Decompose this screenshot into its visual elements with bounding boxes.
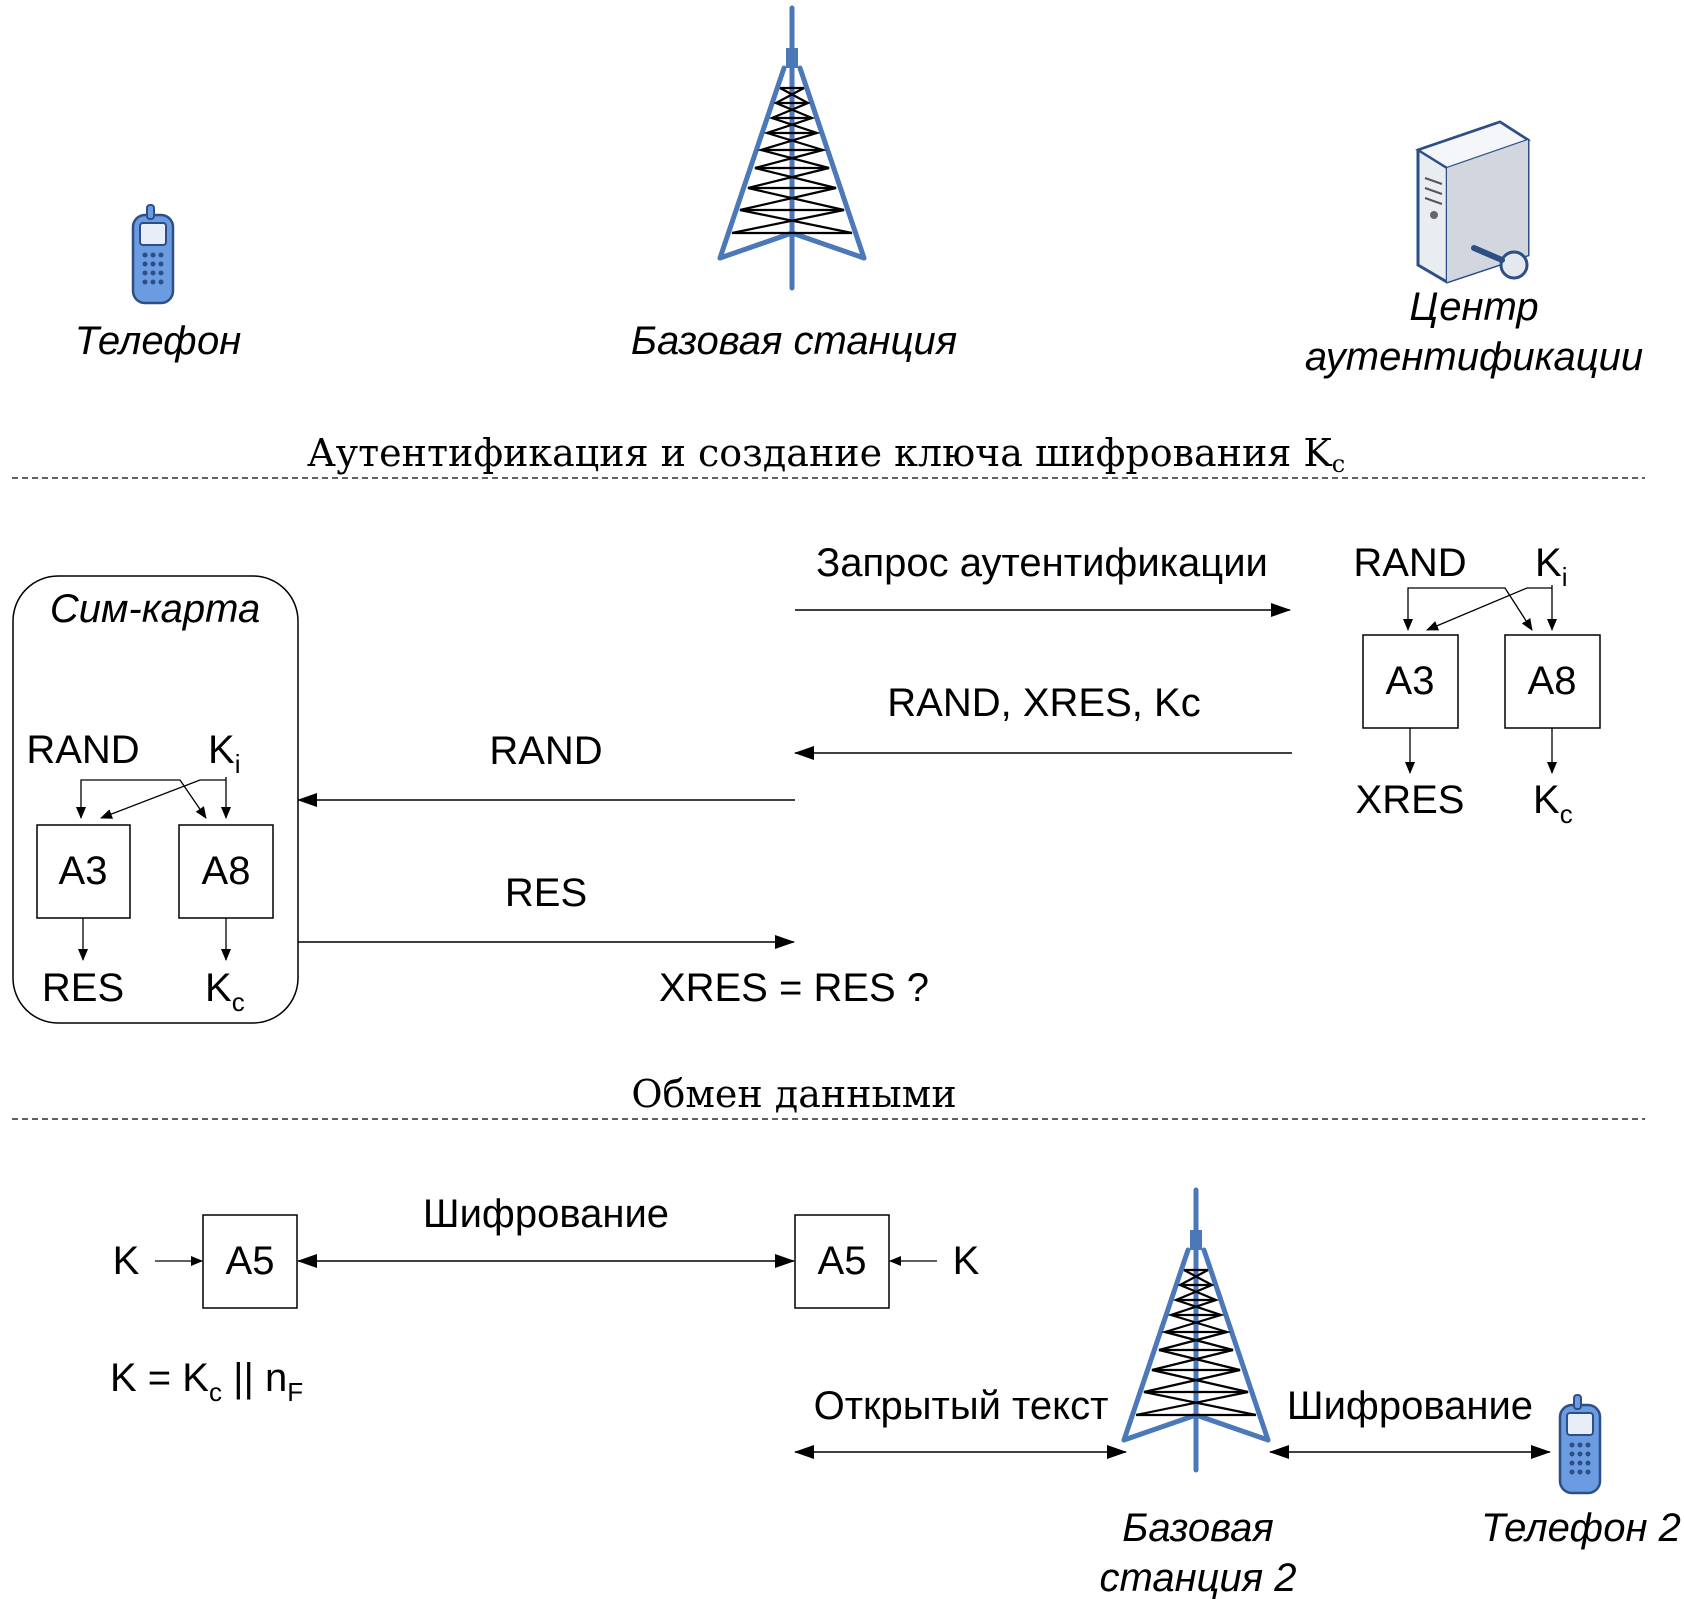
- rand-xres-kc-label: RAND, XRES, Kc: [887, 681, 1200, 725]
- a5-right-box: [794, 1214, 890, 1309]
- exchange-k-left: K: [113, 1239, 140, 1283]
- sim-rand-to-a8-arrow: [80, 779, 207, 819]
- sim-a3-box: [36, 824, 131, 919]
- sim-res: RES: [42, 966, 124, 1010]
- sim-ki: Ki: [208, 728, 240, 779]
- base-station-2-tower-icon: [1124, 1190, 1268, 1470]
- a5-left-box: [202, 1214, 298, 1309]
- exchange-k-right: K: [953, 1239, 980, 1283]
- auc-a8-box: [1504, 634, 1601, 729]
- sim-a8-label: A8: [202, 849, 251, 893]
- auc-ki-to-a3-arrow: [1426, 587, 1552, 631]
- auc-a3-label: A3: [1386, 659, 1435, 703]
- sim-ki-to-a3-arrow: [100, 779, 226, 819]
- a5-left-label: A5: [226, 1239, 275, 1283]
- auc-a8-label: A8: [1528, 659, 1577, 703]
- auc-kc: Kc: [1533, 778, 1573, 829]
- base-station-tower-icon: [720, 8, 864, 288]
- sim-card-container: [12, 575, 299, 1024]
- phone-icon: [131, 203, 175, 305]
- auth-center-label-line2: аутентификации: [1305, 335, 1643, 379]
- auc-xres: XRES: [1356, 778, 1465, 822]
- encryption2-label: Шифрование: [1287, 1384, 1533, 1428]
- phone-2-label: Телефон 2: [1481, 1506, 1681, 1550]
- auth-server-icon: [1415, 120, 1531, 284]
- res-label: RES: [505, 871, 587, 915]
- auc-rand-to-a8-arrow: [1407, 587, 1533, 631]
- auth-section-title: Аутентификация и создание ключа шифрован…: [307, 431, 1345, 478]
- encryption-label: Шифрование: [423, 1192, 669, 1236]
- sim-kc: Kc: [205, 966, 245, 1017]
- phone-2-icon: [1558, 1393, 1602, 1495]
- auc-rand: RAND: [1353, 541, 1466, 585]
- sim-rand: RAND: [26, 728, 139, 772]
- base-station-label: Базовая станция: [631, 319, 957, 363]
- base-station-2-label-line2: станция 2: [1100, 1556, 1297, 1599]
- auth-request-label: Запрос аутентификации: [816, 541, 1268, 585]
- exchange-section-title: Обмен данными: [631, 1072, 956, 1116]
- sim-card-label: Сим-карта: [50, 587, 260, 631]
- sim-a8-box: [178, 824, 274, 919]
- a5-right-label: A5: [818, 1239, 867, 1283]
- rand-label: RAND: [489, 729, 602, 773]
- auc-a3-box: [1362, 634, 1459, 729]
- compare-label: XRES = RES ?: [659, 966, 929, 1010]
- phone-label: Телефон: [75, 319, 242, 363]
- open-text-label: Открытый текст: [814, 1384, 1109, 1428]
- sim-a3-label: A3: [59, 849, 108, 893]
- base-station-2-label-line1: Базовая: [1122, 1506, 1273, 1550]
- key-formula: K = Kc || nF: [110, 1356, 303, 1407]
- auth-center-label-line1: Центр: [1409, 285, 1538, 329]
- auc-ki: Ki: [1535, 541, 1567, 592]
